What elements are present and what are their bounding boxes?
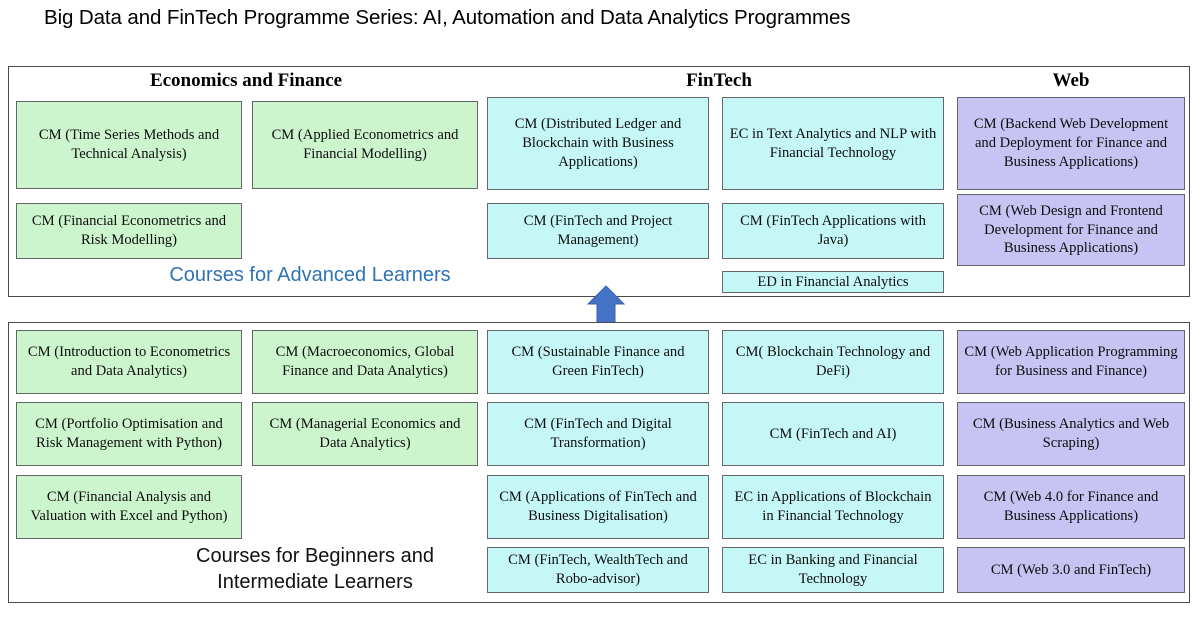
course-box[interactable]: CM (Web 4.0 for Finance and Business App… bbox=[957, 475, 1185, 539]
course-box[interactable]: CM (Backend Web Development and Deployme… bbox=[957, 97, 1185, 190]
course-box[interactable]: CM (Applications of FinTech and Business… bbox=[487, 475, 709, 539]
course-box[interactable]: CM (Macroeconomics, Global Finance and D… bbox=[252, 330, 478, 394]
course-box[interactable]: CM (FinTech, WealthTech and Robo-advisor… bbox=[487, 547, 709, 593]
course-box[interactable]: EC in Banking and Financial Technology bbox=[722, 547, 944, 593]
beginner-learners-caption: Courses for Beginners and Intermediate L… bbox=[196, 545, 434, 594]
course-box[interactable]: CM (Portfolio Optimisation and Risk Mana… bbox=[16, 402, 242, 466]
course-box[interactable]: EC in Applications of Blockchain in Fina… bbox=[722, 475, 944, 539]
course-box[interactable]: EC in Text Analytics and NLP with Financ… bbox=[722, 97, 944, 190]
course-box[interactable]: CM (FinTech and Digital Transformation) bbox=[487, 402, 709, 466]
course-box[interactable]: CM (Applied Econometrics and Financial M… bbox=[252, 101, 478, 189]
advanced-learners-caption: Courses for Advanced Learners bbox=[169, 264, 451, 286]
course-box[interactable]: CM (Distributed Ledger and Blockchain wi… bbox=[487, 97, 709, 190]
course-box[interactable]: CM (Web Design and Frontend Development … bbox=[957, 194, 1185, 266]
course-box[interactable]: CM (Introduction to Econometrics and Dat… bbox=[16, 330, 242, 394]
course-box[interactable]: CM (Financial Analysis and Valuation wit… bbox=[16, 475, 242, 539]
course-box[interactable]: CM (Financial Econometrics and Risk Mode… bbox=[16, 203, 242, 259]
course-box[interactable]: CM (FinTech and AI) bbox=[722, 402, 944, 466]
up-arrow-icon bbox=[586, 285, 626, 324]
course-box[interactable]: CM (Time Series Methods and Technical An… bbox=[16, 101, 242, 189]
course-box[interactable]: CM (FinTech Applications with Java) bbox=[722, 203, 944, 259]
course-box[interactable]: ED in Financial Analytics bbox=[722, 271, 944, 293]
course-box[interactable]: CM (Sustainable Finance and Green FinTec… bbox=[487, 330, 709, 394]
course-box[interactable]: CM (FinTech and Project Management) bbox=[487, 203, 709, 259]
course-box[interactable]: CM (Web 3.0 and FinTech) bbox=[957, 547, 1185, 593]
course-box[interactable]: CM (Web Application Programming for Busi… bbox=[957, 330, 1185, 394]
column-header-economics-and-finance: Economics and Finance bbox=[149, 70, 343, 91]
course-box[interactable]: CM( Blockchain Technology and DeFi) bbox=[722, 330, 944, 394]
column-header-fintech: FinTech bbox=[686, 70, 752, 91]
column-header-web: Web bbox=[1052, 70, 1090, 91]
course-box[interactable]: CM (Business Analytics and Web Scraping) bbox=[957, 402, 1185, 466]
course-box[interactable]: CM (Managerial Economics and Data Analyt… bbox=[252, 402, 478, 466]
page-title: Big Data and FinTech Programme Series: A… bbox=[44, 6, 851, 29]
